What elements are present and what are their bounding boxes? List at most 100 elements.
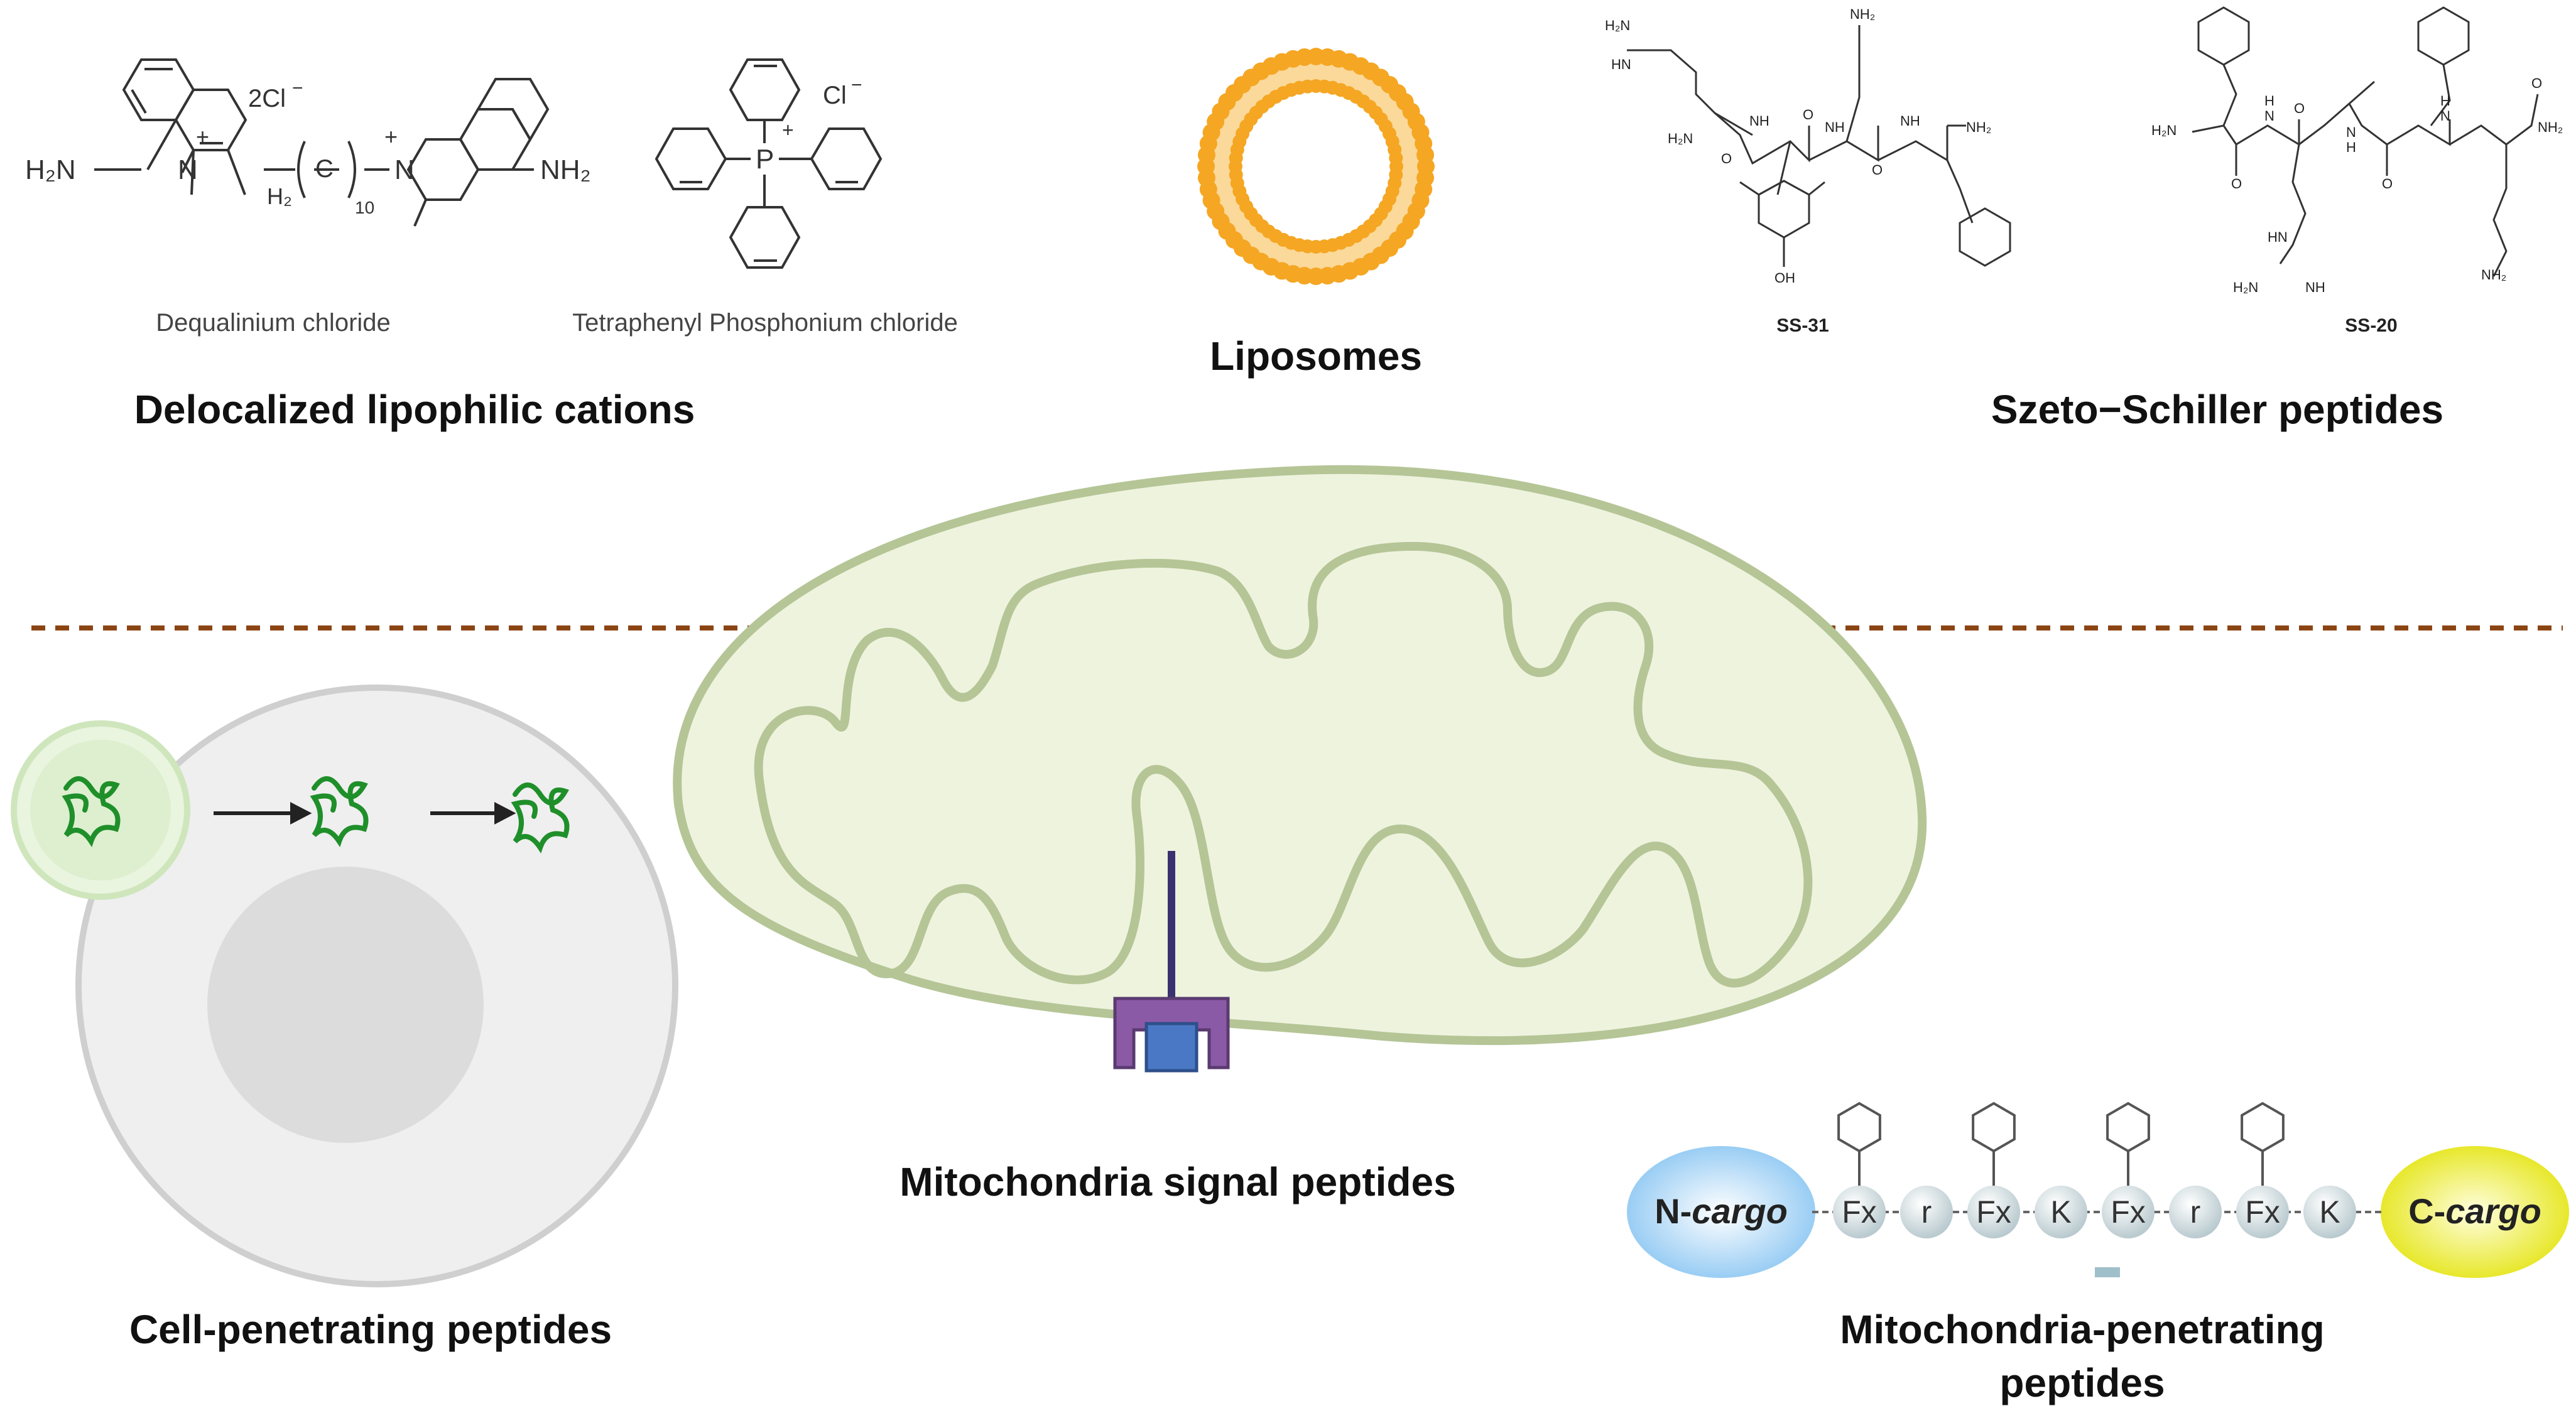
ss20-label-h-1: H [2264, 93, 2274, 109]
arrow-2 [430, 802, 516, 825]
mpp-title-line1: Mitochondria-penetrating [1840, 1307, 2325, 1352]
dqa-linker-n: 10 [355, 198, 374, 217]
phenyl-ring-icon [1972, 1101, 2016, 1153]
dqa-counterion: 2Cl [248, 85, 286, 112]
ss31-label-h2n-top: H₂N [1605, 18, 1630, 33]
ss20-label-o-1: O [2231, 176, 2242, 192]
dqa-linker-h: H₂ [267, 183, 292, 209]
ss20-caption: SS-20 [2345, 315, 2397, 336]
ss20-label-nh2-lys: NH₂ [2481, 267, 2506, 283]
cell-nucleus [207, 867, 484, 1143]
mitochondrion-cristae [754, 541, 1813, 988]
cpp-title: Cell-penetrating peptides [129, 1307, 612, 1352]
residue-label: K [2050, 1194, 2071, 1230]
ss20-label-o-2: O [2294, 100, 2305, 116]
ss-title: Szeto−Schiller peptides [1991, 387, 2444, 432]
tpp-structure [655, 58, 883, 269]
ss20-label-h2n: H₂N [2151, 122, 2177, 138]
ss31-label-o-3: O [1872, 162, 1883, 178]
arrow-1 [214, 802, 312, 825]
ss31-label-oh: OH [1774, 270, 1795, 286]
liposomes-title: Liposomes [1210, 333, 1422, 379]
tpp-charge: + [782, 119, 794, 141]
liposome-bilayer [1206, 57, 1426, 276]
c-cargo-blob [2381, 1146, 2569, 1278]
ss20-label-nh-guan: NH [2305, 279, 2325, 295]
residue-label: Fx [2111, 1194, 2146, 1230]
residue-bead [2169, 1186, 2222, 1238]
ss20-label-n-2: N [2346, 124, 2356, 140]
residue-label: Fx [1976, 1194, 2011, 1230]
residue-label: r [2190, 1194, 2201, 1230]
tpp-caption: Tetraphenyl Phosphonium chloride [572, 309, 958, 337]
msp-title: Mitochondria signal peptides [899, 1159, 1456, 1204]
ss20-label-o-3: O [2382, 176, 2393, 192]
dqa-amine-right: NH₂ [540, 154, 591, 185]
ss20-label-n-3: N [2440, 108, 2450, 124]
c-cargo-label: C-cargo [2408, 1191, 2541, 1231]
residue-bead [2303, 1186, 2356, 1238]
ss31-caption: SS-31 [1776, 315, 1829, 336]
residue-label: K [2319, 1194, 2340, 1230]
residue-label: r [1921, 1194, 1932, 1230]
lipid-head [1389, 151, 1403, 165]
ss31-label-o-1: O [1721, 151, 1732, 166]
ss31-label-o-2: O [1803, 107, 1813, 122]
residue-bead [2102, 1186, 2155, 1238]
ss31-label-nh-3: NH [1900, 113, 1920, 129]
mpp-title-line2: peptides [1999, 1360, 2165, 1405]
dqa-linker-c: C [315, 155, 334, 183]
peptide-coil-1 [62, 776, 121, 848]
cell-illustration [11, 684, 678, 1287]
peptide-coil-3 [511, 782, 570, 854]
tpp-p-atom: P [756, 144, 774, 175]
receptor-icon [1113, 997, 1230, 1069]
liposome [1197, 48, 1435, 285]
tpp-counterion-charge: − [851, 75, 862, 95]
mpp-minus-marker [2095, 1267, 2120, 1277]
ss31-label-nh-1: NH [1749, 113, 1769, 129]
residue-bead [1833, 1186, 1886, 1238]
tpp-counterion: Cl [823, 82, 847, 109]
ss31-structure [1627, 25, 2011, 267]
residue-label: Fx [2245, 1194, 2280, 1230]
dqa-counterion-charge: − [292, 78, 303, 99]
residue-bead [1967, 1186, 2020, 1238]
residue-bead [2035, 1186, 2087, 1238]
dqa-charge-left: + [196, 124, 209, 149]
dqa-n-left: N [178, 154, 198, 185]
ss20-label-n-1: N [2264, 108, 2274, 124]
residue-bead [1900, 1186, 1953, 1238]
ss31-label-nh2-top: NH₂ [1850, 6, 1875, 22]
mpp-chain: Fx r Fx K Fx r Fx K [1627, 1101, 2569, 1278]
phenyl-ring-icon [2106, 1101, 2150, 1153]
dqa-amine-left: H₂N [25, 154, 76, 185]
dqa-n-right: N [394, 154, 415, 185]
ss31-label-hn: HN [1611, 57, 1631, 72]
peptide-coil-2 [310, 776, 369, 848]
phenyl-ring-icon [1837, 1101, 1881, 1153]
n-cargo-blob [1627, 1146, 1815, 1278]
dequalinium-caption: Dequalinium chloride [156, 309, 391, 337]
ss31-label-nh-2: NH [1825, 119, 1845, 135]
residue-bead [2236, 1186, 2289, 1238]
ss20-structure [2192, 6, 2539, 277]
ss20-label-hn: HN [2268, 229, 2288, 245]
residue-label: Fx [1842, 1194, 1877, 1230]
ss20-label-o-4: O [2531, 75, 2542, 91]
n-cargo-label: N-cargo [1655, 1191, 1788, 1231]
lipid-head [1416, 146, 1435, 164]
receptor-cargo [1144, 1022, 1198, 1073]
ss31-atom-labels: H₂N HN H₂N NH₂ NH NH NH O O O NH₂ OH [1605, 6, 1991, 286]
dequalinium-structure [94, 58, 550, 227]
ss20-label-h2n-guan: H₂N [2233, 279, 2258, 295]
ss20-label-nh2-end: NH₂ [2538, 119, 2563, 135]
ss20-label-h-3: H [2440, 93, 2450, 109]
dqa-charge-right: + [384, 124, 398, 149]
ss31-label-h2n: H₂N [1668, 131, 1693, 146]
ss31-label-nh2-end: NH₂ [1966, 119, 1991, 135]
dlc-title: Delocalized lipophilic cations [134, 387, 695, 432]
phenyl-ring-icon [2241, 1101, 2285, 1153]
ss20-atom-labels: H₂N H N N H H N O O O O NH₂ HN H₂N NH NH… [2151, 75, 2563, 295]
